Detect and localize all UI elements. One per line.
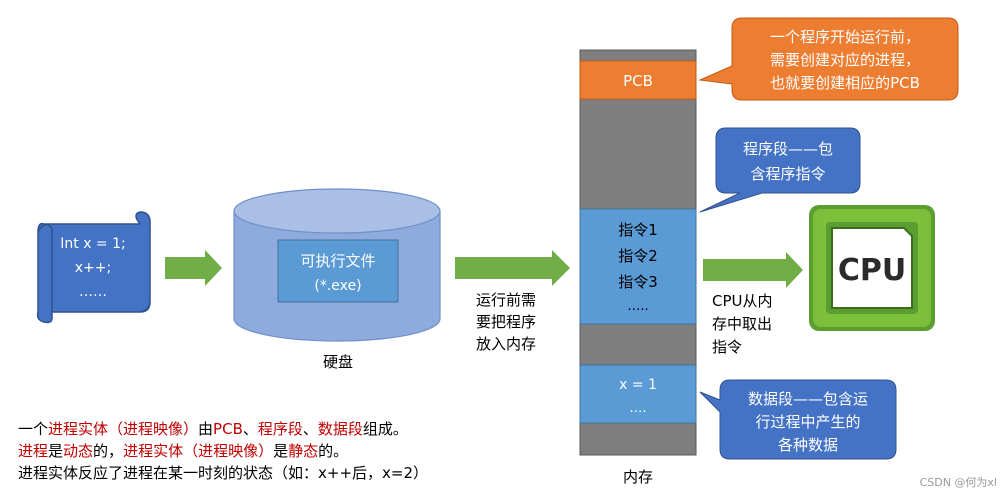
note-line-1-segment: 进程实体（进程映像） [48, 420, 198, 438]
arrow-disk-to-memory [455, 250, 570, 286]
instruction-more: ….. [627, 299, 648, 314]
load-text-line-2: 要把程序 [476, 313, 536, 331]
note-line-1-segment: 数据段 [318, 420, 363, 438]
note-line-1-segment: PCB [213, 420, 243, 438]
note-line-1-segment: 一个 [18, 420, 48, 438]
note-line-1-segment: 、 [303, 420, 318, 438]
program-callout-line-2: 含程序指令 [750, 165, 825, 183]
code-line-3: …… [79, 284, 107, 300]
note-line-2-segment: 进程实体（进程映像） [123, 442, 273, 460]
note-line-1: 一个进程实体（进程映像）由PCB、程序段、数据段组成。 [18, 420, 408, 438]
note-line-1-segment: 由 [198, 420, 213, 438]
data-segment-callout [699, 379, 897, 460]
instruction-1: 指令1 [618, 221, 658, 239]
arrow-code-to-disk [165, 250, 222, 286]
pcb-callout-line-1: 一个程序开始运行前， [770, 28, 920, 46]
code-line-1: Int x = 1; [60, 236, 125, 252]
note-line-1-segment: 、 [243, 420, 258, 438]
note-line-2-segment: 是 [48, 442, 63, 460]
arrow-memory-to-cpu [703, 252, 803, 288]
exe-file-box [277, 239, 399, 303]
program-segment-callout [699, 127, 861, 213]
exe-file-ext: (*.exe) [314, 278, 361, 294]
instruction-3: 指令3 [618, 273, 658, 291]
fetch-text-line-3: 指令 [712, 338, 742, 356]
note-line-2-segment: 进程 [18, 442, 48, 460]
pcb-callout-line-3: 也就要创建相应的PCB [770, 74, 920, 92]
code-line-2: x++; [75, 260, 111, 276]
data-value-x: x = 1 [619, 377, 657, 393]
note-line-1-segment: 程序段 [258, 420, 303, 438]
instruction-2: 指令2 [618, 247, 658, 265]
note-line-3: 进程实体反应了进程在某一时刻的状态（如：x++后，x=2） [18, 464, 428, 482]
data-segment [579, 364, 697, 424]
note-line-1-segment: 组成。 [363, 420, 408, 438]
program-segment [579, 208, 697, 325]
data-more: …. [629, 401, 646, 416]
note-line-2-segment: 静态 [288, 442, 318, 460]
pcb-block [579, 60, 697, 100]
fetch-text-line-2: 存中取出 [712, 315, 772, 333]
disk-caption: 硬盘 [323, 353, 353, 371]
load-text-line-1: 运行前需 [476, 291, 536, 309]
note-line-2-segment: 的， [93, 442, 123, 460]
memory-caption: 内存 [623, 468, 653, 486]
note-line-2-segment: 的。 [318, 442, 348, 460]
pcb-label: PCB [623, 72, 653, 90]
data-callout-line-1: 数据段——包含运 [748, 390, 868, 408]
note-line-2-segment: 是 [273, 442, 288, 460]
watermark: CSDN @何为xl [920, 476, 997, 489]
program-callout-line-1: 程序段——包 [743, 140, 833, 158]
data-callout-line-2: 行过程中产生的 [755, 413, 860, 431]
pcb-callout-line-2: 需要创建对应的进程， [770, 51, 920, 69]
fetch-text-line-1: CPU从内 [712, 292, 773, 310]
cpu-label: CPU [838, 253, 906, 288]
cpu-chip-icon [809, 205, 935, 331]
note-line-2: 进程是动态的，进程实体（进程映像）是静态的。 [18, 442, 348, 460]
note-line-2-segment: 动态 [63, 442, 93, 460]
scroll-icon [36, 211, 151, 324]
load-text-line-3: 放入内存 [476, 335, 536, 353]
pcb-callout [698, 17, 959, 101]
data-callout-line-3: 各种数据 [778, 436, 838, 454]
exe-file-label: 可执行文件 [300, 252, 375, 270]
